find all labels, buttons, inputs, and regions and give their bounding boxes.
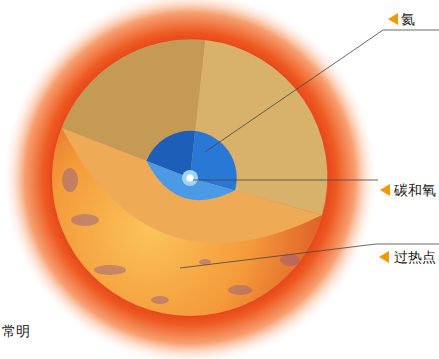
- pointer-triangles: [379, 13, 398, 263]
- leader-lines: [180, 30, 439, 268]
- star-surface: [52, 40, 328, 316]
- inner-core: [182, 170, 198, 186]
- body-text: 常明: [2, 322, 30, 340]
- inner-core: [187, 175, 194, 182]
- part-label: 碳和氧: [394, 181, 436, 199]
- part-label: 过热点: [394, 248, 436, 266]
- cutaway: [62, 39, 327, 243]
- part-label: 氦: [401, 10, 415, 28]
- core: [146, 131, 236, 200]
- star-glow: [2, 0, 378, 359]
